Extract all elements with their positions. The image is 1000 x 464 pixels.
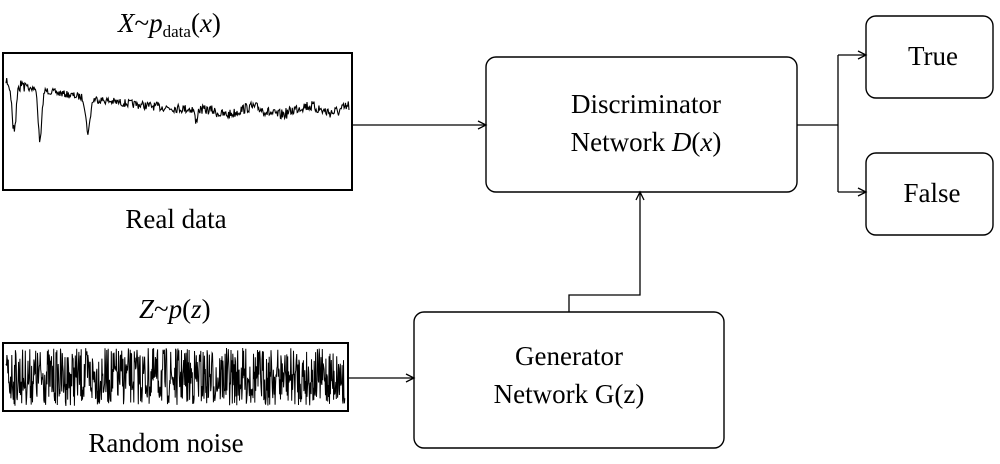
false-label: False bbox=[904, 178, 961, 208]
discriminator-box bbox=[485, 56, 798, 193]
arrow-discriminator-to-outputs bbox=[797, 50, 868, 197]
real-data-plot-frame bbox=[2, 52, 353, 191]
generator-title: Generator bbox=[515, 341, 623, 371]
arrow-real-to-discriminator bbox=[352, 120, 488, 130]
true-label: True bbox=[908, 41, 958, 71]
noise-formula: Z~p(z) bbox=[139, 294, 211, 324]
noise-caption: Random noise bbox=[88, 428, 243, 458]
false-output-box bbox=[865, 152, 994, 236]
generator-function: Network G(z) bbox=[494, 379, 645, 409]
real-data-formula: X~pdata(x) bbox=[117, 8, 221, 41]
arrow-generator-to-discriminator bbox=[568, 190, 645, 312]
true-output-box bbox=[865, 15, 994, 99]
discriminator-function: Network D(x) bbox=[571, 127, 722, 157]
noise-signal bbox=[5, 347, 346, 406]
discriminator-title: Discriminator bbox=[571, 89, 721, 119]
real-data-caption: Real data bbox=[125, 204, 226, 234]
arrow-noise-to-generator bbox=[348, 373, 416, 383]
real-data-signal bbox=[5, 78, 350, 143]
